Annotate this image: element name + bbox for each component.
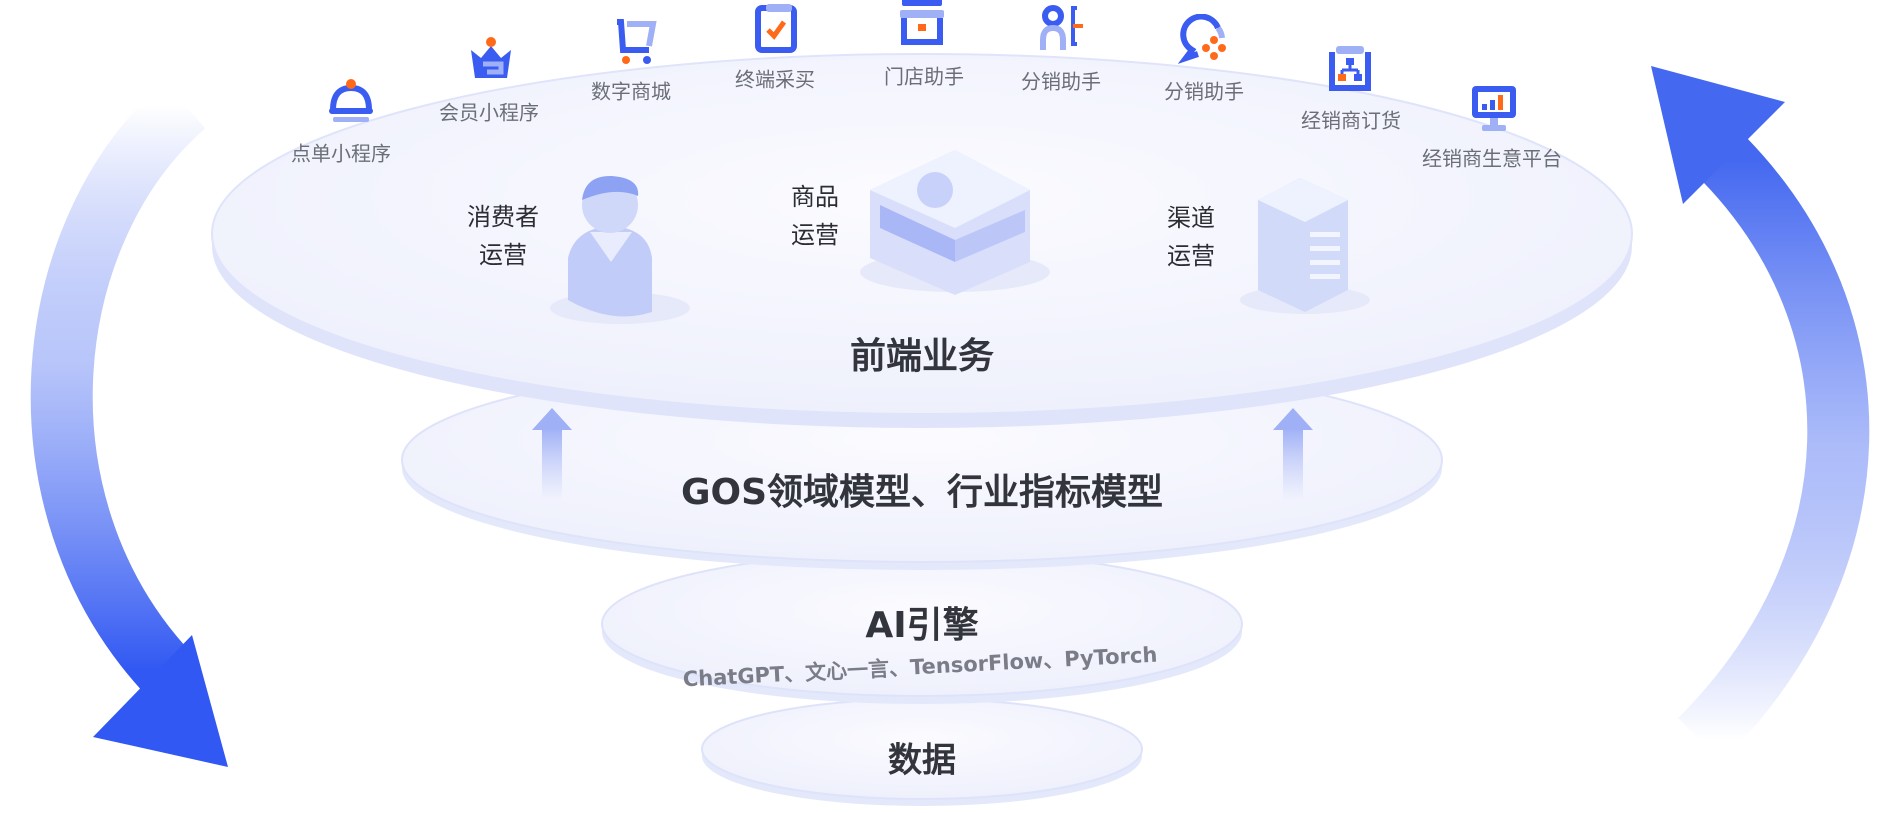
product-ops-line2: 运营 xyxy=(791,221,839,249)
crown-icon[interactable] xyxy=(465,34,517,86)
app-label: 终端采买 xyxy=(735,67,815,92)
monitor-chart-icon[interactable] xyxy=(1468,82,1520,134)
app-label: 会员小程序 xyxy=(439,100,539,125)
org-chart-icon[interactable] xyxy=(1324,42,1376,94)
consumer-ops-line2: 运营 xyxy=(479,241,527,269)
channel-ops-line2: 运营 xyxy=(1167,242,1215,270)
ai-engine-layer-title: AI引擎 xyxy=(865,605,979,646)
clipboard-check-icon[interactable] xyxy=(750,2,802,54)
app-label: 数字商城 xyxy=(591,79,671,104)
app-label: 门店助手 xyxy=(884,64,964,89)
channel-ops-label: 渠道运营 xyxy=(1167,199,1215,275)
app-label: 分销助手 xyxy=(1164,79,1244,104)
data-layer-title: 数据 xyxy=(888,740,956,781)
channel-building-figure xyxy=(1240,178,1370,314)
product-store-figure xyxy=(860,150,1050,295)
cycle-arrow-left xyxy=(30,81,206,691)
up-arrow-right xyxy=(1273,408,1313,500)
consumer-ops-line1: 消费者 xyxy=(467,203,539,231)
user-network-icon[interactable] xyxy=(1037,2,1089,54)
cycle-arrow-left-head xyxy=(93,635,228,767)
channel-ops-line1: 渠道 xyxy=(1167,204,1215,232)
cycle-arrow-right-head xyxy=(1651,66,1785,204)
model-layer-title: GOS领域模型、行业指标模型 xyxy=(680,472,1164,513)
product-ops-label: 商品运营 xyxy=(791,178,839,254)
consumer-figure xyxy=(550,175,690,324)
cycle-arrow-right xyxy=(1678,138,1870,762)
app-label: 经销商生意平台 xyxy=(1422,146,1562,171)
app-label: 分销助手 xyxy=(1021,69,1101,94)
consumer-ops-label: 消费者运营 xyxy=(467,198,539,274)
cart-icon[interactable] xyxy=(609,16,661,68)
bell-icon[interactable] xyxy=(325,74,377,126)
app-label: 点单小程序 xyxy=(291,141,391,166)
frontend-layer-title: 前端业务 xyxy=(849,336,995,377)
product-ops-line1: 商品 xyxy=(791,183,839,211)
app-label: 经销商订货 xyxy=(1301,108,1401,133)
chat-network-icon[interactable] xyxy=(1177,13,1230,66)
up-arrow-left xyxy=(532,408,572,500)
store-icon[interactable] xyxy=(896,0,948,48)
